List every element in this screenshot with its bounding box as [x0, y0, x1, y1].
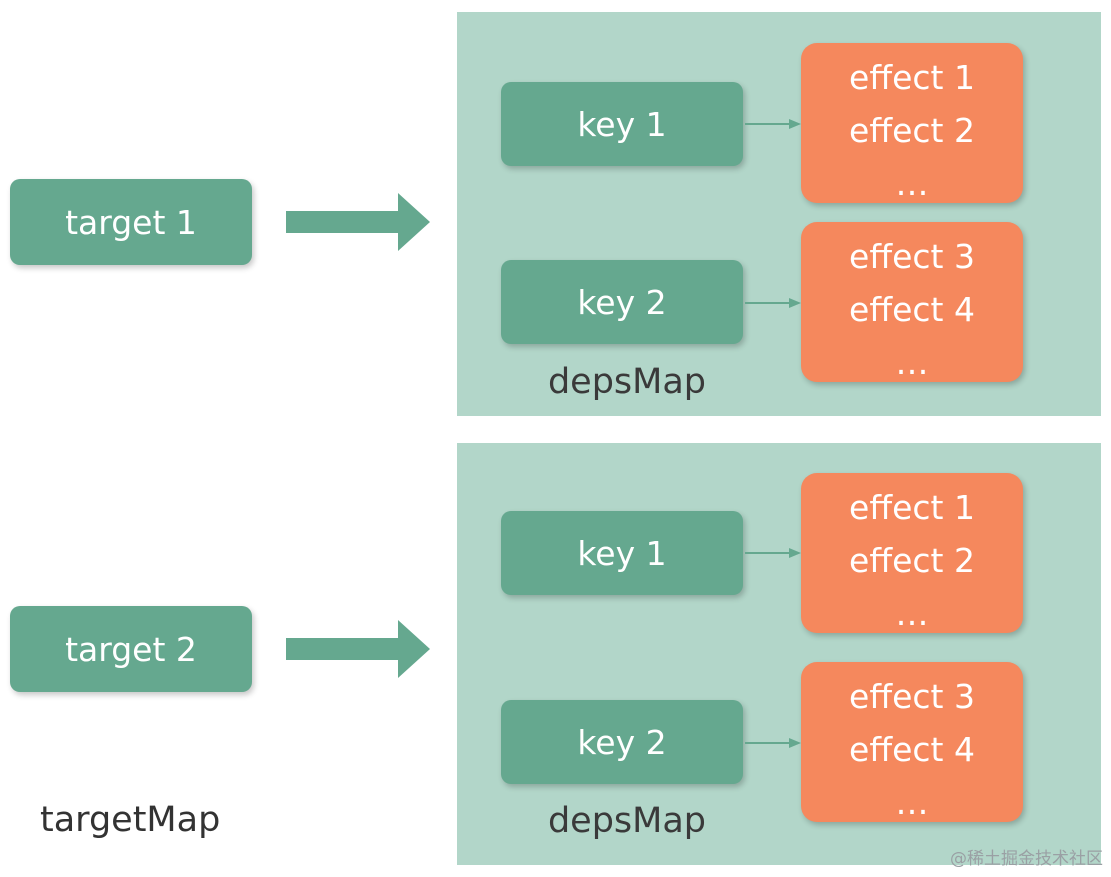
- target-2-arrow: [286, 620, 430, 678]
- deps-map-2-key-1-effects: effect 1 effect 2 …: [801, 473, 1023, 633]
- target-1-arrow: [286, 193, 430, 251]
- effect-item: effect 3: [849, 237, 975, 276]
- effect-item: effect 4: [849, 290, 975, 329]
- deps-map-1-key-1-arrow: [745, 119, 801, 129]
- deps-map-2-key-2-effects: effect 3 effect 4 …: [801, 662, 1023, 822]
- watermark: @稀土掘金技术社区: [950, 849, 1103, 869]
- effect-ellipsis: …: [895, 164, 929, 203]
- deps-map-2-key-2: key 2: [501, 700, 743, 784]
- effect-item: effect 4: [849, 730, 975, 769]
- effect-item: effect 3: [849, 677, 975, 716]
- deps-map-1-key-2-effects: effect 3 effect 4 …: [801, 222, 1023, 382]
- deps-map-1-key-2-arrow: [745, 298, 801, 308]
- deps-map-1-key-2: key 2: [501, 260, 743, 344]
- deps-map-2-key-1-arrow: [745, 548, 801, 558]
- effect-item: effect 1: [849, 58, 975, 97]
- effect-ellipsis: …: [895, 783, 929, 822]
- deps-map-panel-2: key 1 effect 1 effect 2 … key 2 effect 3…: [457, 443, 1101, 865]
- effect-item: effect 2: [849, 111, 975, 150]
- target-1-box: target 1: [10, 179, 252, 265]
- deps-map-panel-1: key 1 effect 1 effect 2 … key 2 effect 3…: [457, 12, 1101, 416]
- target-map-label: targetMap: [40, 800, 221, 840]
- deps-map-2-key-1: key 1: [501, 511, 743, 595]
- deps-map-2-label: depsMap: [547, 801, 707, 841]
- effect-ellipsis: …: [895, 594, 929, 633]
- effect-item: effect 2: [849, 541, 975, 580]
- deps-map-1-label: depsMap: [547, 362, 707, 402]
- deps-map-2-key-2-arrow: [745, 738, 801, 748]
- effect-ellipsis: …: [895, 343, 929, 382]
- deps-map-1-key-1: key 1: [501, 82, 743, 166]
- effect-item: effect 1: [849, 488, 975, 527]
- deps-map-1-key-1-effects: effect 1 effect 2 …: [801, 43, 1023, 203]
- target-2-box: target 2: [10, 606, 252, 692]
